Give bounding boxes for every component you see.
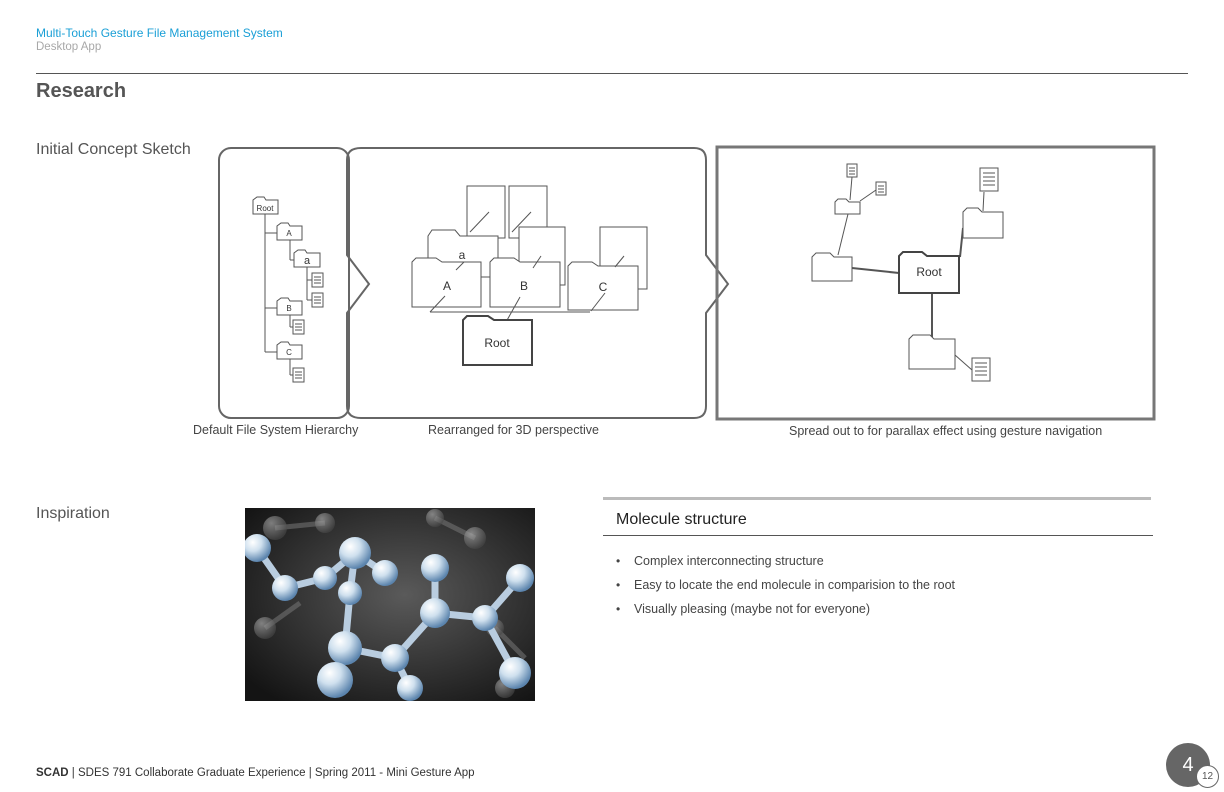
persp-label-a: A [443, 279, 451, 293]
document-icon [311, 292, 324, 308]
frame-spread [715, 145, 1156, 421]
molecule-image [245, 508, 535, 701]
folder-icon [834, 198, 861, 215]
inspiration-label: Inspiration [36, 505, 110, 522]
sketch-frames [218, 147, 730, 419]
folder-icon [276, 222, 303, 241]
folder-icon [489, 257, 561, 308]
molecule-bullet-list: •Complex interconnecting structure •Easy… [610, 553, 955, 625]
concept-sketch-diagram: Root A a B C a A B C Root [218, 145, 1156, 421]
hierarchy-tree [252, 196, 324, 383]
folder-icon [898, 251, 960, 294]
persp-label-b: B [520, 279, 528, 293]
tree-label-a: A [286, 229, 292, 238]
tree-label-b: B [286, 304, 291, 313]
frame-perspective [346, 147, 730, 419]
document-icon [846, 163, 858, 178]
document-icon [971, 357, 991, 382]
perspective-view [411, 185, 648, 366]
molecule-heading: Molecule structure [616, 511, 747, 528]
folder-icon [567, 261, 639, 311]
caption-3d-perspective: Rearranged for 3D perspective [428, 423, 599, 437]
persp-label-c: C [599, 280, 608, 294]
persp-label-a-lower: a [459, 248, 466, 262]
list-item: •Complex interconnecting structure [616, 554, 824, 568]
bullet-icon: • [616, 602, 621, 616]
tree-label-root: Root [257, 204, 275, 213]
folder-icon [908, 334, 956, 370]
document-icon [292, 319, 305, 335]
folder-icon [293, 249, 321, 268]
folder-icon [811, 252, 853, 282]
tree-label-c: C [286, 348, 292, 357]
footer-text: | SDES 791 Collaborate Graduate Experien… [68, 767, 475, 779]
caption-default-hierarchy: Default File System Hierarchy [193, 423, 359, 437]
footer: SCAD | SDES 791 Collaborate Graduate Exp… [36, 767, 475, 779]
folder-icon [276, 297, 303, 316]
folder-icon [411, 257, 482, 308]
concept-sketch-label: Initial Concept Sketch [36, 141, 191, 158]
list-item: •Easy to locate the end molecule in comp… [616, 578, 956, 592]
document-icon [466, 185, 506, 239]
spread-label-root: Root [916, 265, 942, 279]
folder-icon [276, 341, 303, 360]
page-total-badge: 12 [1196, 765, 1219, 788]
header-divider [36, 73, 1188, 74]
folder-icon [462, 315, 533, 366]
document-icon [292, 367, 305, 383]
frame-hierarchy [218, 147, 350, 419]
folder-icon [252, 196, 279, 215]
caption-parallax-spread: Spread out to for parallax effect using … [789, 424, 1103, 438]
section-title: Research [36, 80, 127, 102]
document-icon [875, 181, 887, 196]
document-icon [311, 272, 324, 288]
app-title: Multi-Touch Gesture File Management Syst… [36, 26, 283, 40]
bullet-icon: • [616, 578, 621, 592]
tree-label-a-lower: a [304, 255, 311, 267]
document-icon [979, 167, 999, 192]
spread-view [811, 163, 1004, 382]
molecule-heading-rule [603, 535, 1153, 536]
list-item: •Visually pleasing (maybe not for everyo… [616, 602, 871, 616]
persp-label-root: Root [484, 336, 510, 350]
footer-brand: SCAD [36, 767, 69, 779]
folder-icon [962, 207, 1004, 239]
app-subtitle: Desktop App [36, 41, 102, 53]
bullet-icon: • [616, 554, 621, 568]
molecule-heading-top-rule [603, 497, 1151, 500]
